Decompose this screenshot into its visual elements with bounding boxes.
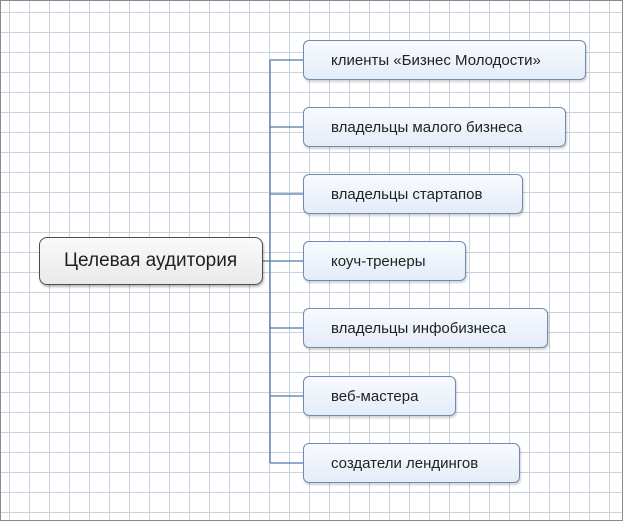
subtopic-landing-creators[interactable]: создатели лендингов [303,443,520,483]
subtopic-label: владельцы стартапов [331,185,483,203]
subtopic-label: владельцы малого бизнеса [331,118,523,136]
subtopic-label: веб-мастера [331,387,419,405]
subtopic-label: клиенты «Бизнес Молодости» [331,51,541,69]
subtopic-coach-trainers[interactable]: коуч-тренеры [303,241,466,281]
subtopic-biznes-molodosti[interactable]: клиенты «Бизнес Молодости» [303,40,586,80]
subtopic-infobusiness-owners[interactable]: владельцы инфобизнеса [303,308,548,348]
central-topic[interactable]: Целевая аудитория [39,237,263,285]
subtopic-small-business-owners[interactable]: владельцы малого бизнеса [303,107,566,147]
central-topic-label: Целевая аудитория [64,250,238,271]
subtopic-startup-owners[interactable]: владельцы стартапов [303,174,523,214]
subtopic-webmasters[interactable]: веб-мастера [303,376,456,416]
subtopic-label: владельцы инфобизнеса [331,319,507,337]
subtopic-label: создатели лендингов [331,454,479,472]
subtopic-label: коуч-тренеры [331,252,426,270]
